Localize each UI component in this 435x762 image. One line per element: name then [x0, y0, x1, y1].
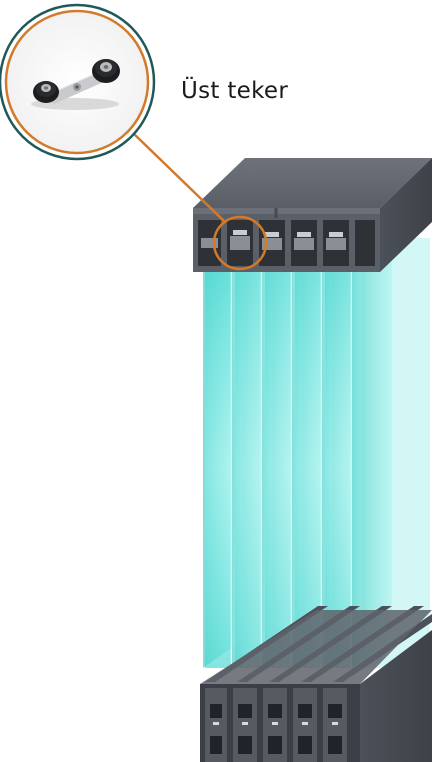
detail-highlight-ring — [212, 215, 268, 271]
top-rail-side-face — [380, 158, 432, 272]
callout-label: Üst teker — [181, 78, 289, 104]
glass-panel — [295, 268, 321, 668]
bottom-rail-profile — [200, 606, 432, 762]
glass-panel — [235, 268, 261, 668]
top-rail-profile — [193, 158, 432, 272]
bottom-rail-side-face — [360, 630, 432, 762]
glass-panels — [203, 238, 430, 668]
bottom-rail-top-face — [200, 610, 432, 684]
top-rail-top-face — [193, 158, 432, 208]
top-roller-wheel-icon — [31, 59, 120, 110]
glass-panel — [205, 268, 231, 668]
glass-panel — [265, 268, 291, 668]
callout-detail — [0, 3, 156, 161]
glass-panel — [325, 268, 351, 668]
callout-leader-line — [132, 132, 226, 223]
glass-panel — [352, 238, 430, 668]
